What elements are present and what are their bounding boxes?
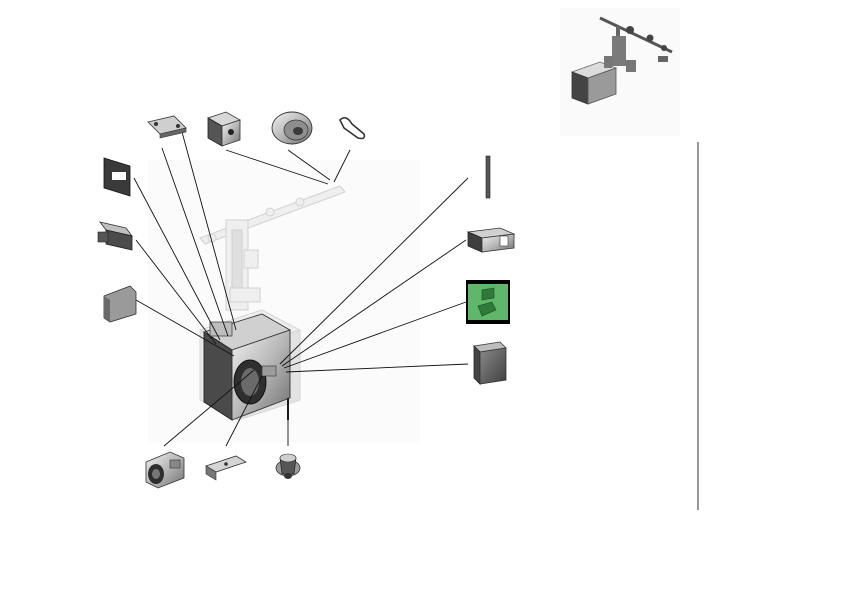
assembly-overview-thumbnail[interactable] <box>560 8 680 136</box>
belt-icon[interactable] <box>339 116 366 140</box>
shaft-icon[interactable] <box>485 155 491 199</box>
knob-icon[interactable] <box>275 453 301 479</box>
motor-icon[interactable] <box>207 111 241 147</box>
selected-component-icon[interactable] <box>466 280 510 324</box>
cover-panel-icon[interactable] <box>103 285 137 323</box>
clip-icon[interactable] <box>466 227 516 253</box>
bracket-plate-icon[interactable] <box>147 115 187 139</box>
foam-block-icon[interactable] <box>473 341 507 385</box>
cartridge-icon[interactable] <box>145 451 185 489</box>
gasket-icon[interactable] <box>103 157 131 197</box>
main-enclosure[interactable] <box>202 313 292 421</box>
pulley-icon[interactable] <box>271 111 313 145</box>
leader-lines <box>133 131 469 447</box>
flat-bracket-icon[interactable] <box>205 455 247 481</box>
mount-bracket-icon[interactable] <box>97 221 133 251</box>
